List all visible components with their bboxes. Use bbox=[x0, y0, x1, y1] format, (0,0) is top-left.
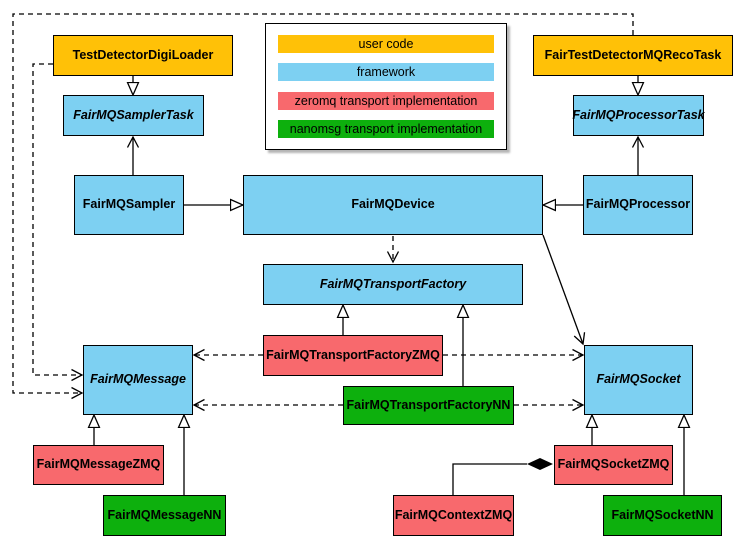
class-box-fairmqprocessor: FairMQProcessor bbox=[583, 175, 693, 235]
edge-recotask-message bbox=[12, 13, 634, 400]
class-box-fairmqsocket: FairMQSocket bbox=[584, 345, 693, 415]
class-box-fairtestdetectormqrecotask: FairTestDetectorMQRecoTask bbox=[533, 35, 733, 76]
class-box-testdetectordigiloader: TestDetectorDigiLoader bbox=[53, 35, 233, 76]
class-box-fairmqsocketnn: FairMQSocketNN bbox=[603, 495, 722, 536]
class-box-fairmqcontextzmq: FairMQContextZMQ bbox=[393, 495, 514, 536]
class-box-fairmqsamplertask: FairMQSamplerTask bbox=[63, 95, 204, 136]
edge-contextzmq-socketzmq bbox=[452, 458, 553, 495]
class-box-fairmqsampler: FairMQSampler bbox=[74, 175, 184, 235]
composition-diamond-icon bbox=[527, 458, 553, 470]
class-box-fairmqtransportfactorynn: FairMQTransportFactoryNN bbox=[343, 386, 514, 425]
class-box-fairmqtransportfactoryzmq: FairMQTransportFactoryZMQ bbox=[263, 335, 443, 376]
legend-item-user-code: user code bbox=[278, 34, 494, 53]
class-box-fairmqmessagezmq: FairMQMessageZMQ bbox=[33, 445, 164, 485]
legend-item-zeromq: zeromq transport implementation bbox=[278, 91, 494, 110]
class-box-fairmqmessage: FairMQMessage bbox=[83, 345, 193, 415]
class-box-fairmqmessagenn: FairMQMessageNN bbox=[103, 495, 226, 536]
class-box-fairmqprocessortask: FairMQProcessorTask bbox=[572, 95, 705, 136]
class-box-fairmqdevice: FairMQDevice bbox=[243, 175, 543, 235]
edge-digiloader-message bbox=[32, 63, 84, 382]
legend-item-framework: framework bbox=[278, 63, 494, 82]
legend-item-nanomsg: nanomsg transport implementation bbox=[278, 120, 494, 139]
class-box-fairmqtransportfactory: FairMQTransportFactory bbox=[263, 264, 523, 305]
edge-device-socket bbox=[542, 234, 586, 346]
class-box-fairmqsocketzmq: FairMQSocketZMQ bbox=[554, 445, 673, 485]
legend: user code framework zeromq transport imp… bbox=[265, 23, 507, 150]
